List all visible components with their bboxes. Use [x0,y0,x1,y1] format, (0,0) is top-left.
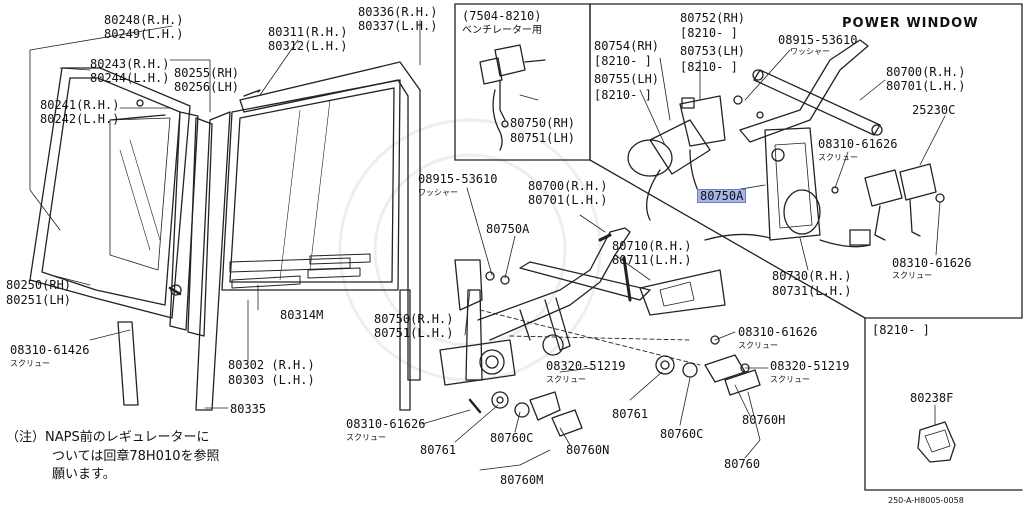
note-line-3: 願います。 [52,467,116,482]
belt-moulding [229,253,371,289]
bottom-inset-frame [864,317,1023,491]
top-inset-subheading: ベンチレーター用 [462,25,542,36]
vent-divider-bar [109,111,213,337]
clip-part [917,421,956,463]
part-label-80248[interactable]: 80248(R.H.) [104,13,184,27]
lower-channel [117,321,139,406]
part-label-80302[interactable]: 80302 (R.H.) [228,358,315,372]
top-inset-heading: (7504-8210) [462,9,542,23]
part-label-08310-61426[interactable]: 08310-61426 [10,343,90,357]
bottom-inset-heading: [8210- ] [872,323,930,337]
part-label-80751lh-inset[interactable]: 80751(LH) [510,131,576,145]
part-label-80244[interactable]: 80244(L.H.) [90,71,170,85]
part-label-08310-61626-pw-a[interactable]: 08310-61626 [818,137,898,151]
screw-label-g: スクリュー [892,271,932,280]
part-label-80760c-a[interactable]: 80760C [490,431,534,445]
part-label-80754[interactable]: 80754(RH) [594,39,660,53]
part-label-8210-c: [8210- ] [680,26,738,40]
part-label-08310-61626-pw-b[interactable]: 08310-61626 [892,256,972,270]
vent-window-glass [29,67,191,319]
regulator-assembly [439,227,726,386]
part-label-80337[interactable]: 80337(L.H.) [358,19,438,33]
screw-label-b: スクリュー [738,341,778,350]
part-label-80752[interactable]: 80752(RH) [680,11,746,25]
part-label-80255[interactable]: 80255(RH) [174,66,240,80]
part-label-80250[interactable]: 80250(RH) [6,278,72,292]
part-label-80710[interactable]: 80710(R.H.) [612,239,692,253]
screw-label-c: スクリュー [546,375,586,384]
note-line-1: （注）NAPS前のレギュレーターに [6,430,210,445]
screw-label-f: スクリュー [818,153,858,162]
part-label-08320-51219-a[interactable]: 08320-51219 [546,359,626,373]
part-label-80241[interactable]: 80241(R.H.) [40,98,120,112]
part-label-80249[interactable]: 80249(L.H.) [104,27,184,41]
part-label-80751-mid[interactable]: 80751(L.H.) [374,326,454,340]
part-label-80312[interactable]: 80312(L.H.) [268,39,348,53]
part-label-80700-mid[interactable]: 80700(R.H.) [528,179,608,193]
part-label-08320-51219-b[interactable]: 08320-51219 [770,359,850,373]
part-label-8210-b: [8210- ] [594,88,652,102]
part-label-80760[interactable]: 80760 [724,457,761,471]
screw-label-e: スクリュー [346,433,386,442]
leader-lines [29,19,946,471]
part-label-80335[interactable]: 80335 [230,402,267,416]
part-label-80711[interactable]: 80711(L.H.) [612,253,692,267]
power-window-motor [627,95,726,221]
part-label-80755[interactable]: 80755(LH) [594,72,660,86]
part-label-08915-53610-mid[interactable]: 08915-53610 [418,172,498,186]
note-line-2: ついては回章78H010を参照 [52,449,220,464]
part-label-25230c[interactable]: 25230C [912,103,956,117]
part-label-08310-61626-mid[interactable]: 08310-61626 [738,325,818,339]
watermark [338,118,602,382]
part-label-8210-d: [8210- ] [680,60,738,74]
part-label-80314m[interactable]: 80314M [280,308,324,322]
part-label-80336[interactable]: 80336(R.H.) [358,5,438,19]
part-label-80701-mid[interactable]: 80701(L.H.) [528,193,608,207]
part-label-80238f[interactable]: 80238F [910,391,954,405]
part-label-80761-a[interactable]: 80761 [420,443,457,457]
glass-run-channel [239,61,421,381]
part-label-80243[interactable]: 80243(R.H.) [90,57,170,71]
part-label-80700-pw[interactable]: 80700(R.H.) [886,65,966,79]
part-label-80731[interactable]: 80731(L.H.) [772,284,852,298]
power-regulator-arms [704,39,883,248]
part-label-80750a-highlighted[interactable]: 80750A [697,189,747,203]
part-label-80701-pw[interactable]: 80701(L.H.) [886,79,966,93]
outer-weatherstrip [195,111,231,411]
part-label-80750a-mid[interactable]: 80750A [486,222,530,236]
part-label-80256[interactable]: 80256(LH) [174,80,240,94]
part-label-80760c-b[interactable]: 80760C [660,427,704,441]
power-window-frame [589,3,1023,319]
part-label-80761-b[interactable]: 80761 [612,407,649,421]
part-label-80753[interactable]: 80753(LH) [680,44,746,58]
ventilator-regulator [479,44,546,151]
part-label-80242[interactable]: 80242(L.H.) [40,112,120,126]
washer-label-a: ワッシャー [418,188,458,197]
rear-sash [399,289,411,411]
part-label-80760h[interactable]: 80760H [742,413,786,427]
part-label-80303[interactable]: 80303 (L.H.) [228,373,315,387]
power-window-switches [733,95,945,246]
screw-label-d: スクリュー [770,375,810,384]
part-label-80730[interactable]: 80730(R.H.) [772,269,852,283]
part-label-08310-61626-low[interactable]: 08310-61626 [346,417,426,431]
washer-label-b: ワッシャー [790,47,830,56]
part-label-80251[interactable]: 80251(LH) [6,293,72,307]
screw-label-a: スクリュー [10,359,50,368]
part-label-08915-53610-pw[interactable]: 08915-53610 [778,33,858,47]
part-label-8210-a: [8210- ] [594,54,652,68]
part-label-80311[interactable]: 80311(R.H.) [268,25,348,39]
part-label-80760n[interactable]: 80760N [566,443,610,457]
part-label-80750-mid[interactable]: 80750(R.H.) [374,312,454,326]
section-title: POWER WINDOW [842,16,979,31]
diagram-code: 250-A-H8005-0058 [888,496,964,505]
part-label-80760m[interactable]: 80760M [500,473,544,487]
part-label-80750rh-inset[interactable]: 80750(RH) [510,116,576,130]
